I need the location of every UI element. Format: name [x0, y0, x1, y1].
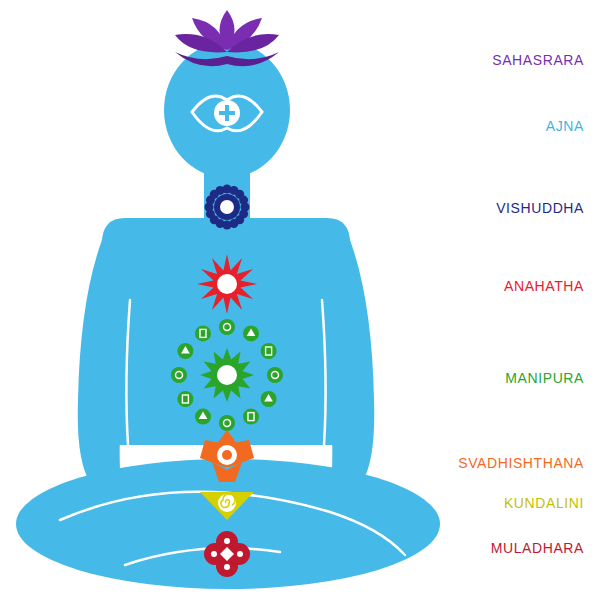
chakra-label: MANIPURA: [505, 370, 584, 386]
chakra-label: MULADHARA: [491, 540, 584, 556]
chakra-label: SVADHISHTHANA: [458, 455, 584, 471]
chakra-label: AJNA: [546, 118, 584, 134]
chakra-label: SAHASRARA: [492, 52, 584, 68]
chakra-label: KUNDALINI: [504, 495, 584, 511]
chakra-label: ANAHATHA: [504, 278, 584, 294]
chakra-label: VISHUDDHA: [496, 200, 584, 216]
